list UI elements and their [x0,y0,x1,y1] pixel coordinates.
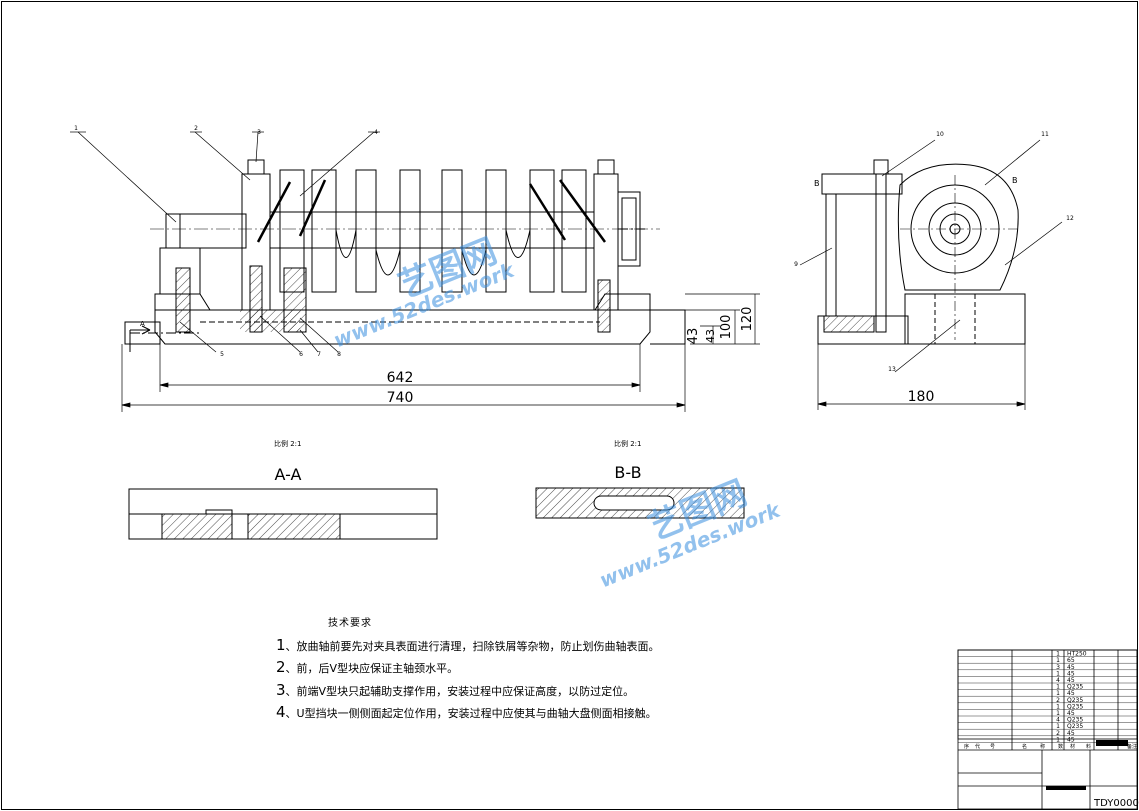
bom-material: Q235 [1067,684,1083,691]
dim-43: 43 [686,328,701,345]
bom-qty: 1 [1056,736,1060,743]
bom-header-cell: 备注 [1127,743,1137,750]
section-a-scale: 比例 2:1 [274,439,302,448]
balloon-13: 13 [888,366,896,373]
bom-material: Q235 [1067,717,1083,724]
bom-qty: 1 [1056,710,1060,717]
note-2-text: 、前，后V型块应保证主轴颈水平。 [285,662,459,675]
bom-material: Q235 [1067,697,1083,704]
section-b-scale: 比例 2:1 [614,439,642,448]
dim-740: 740 [387,390,414,406]
section-mark-b-left: B [814,179,820,188]
main-view-leaders [70,131,380,353]
section-mark-a-label: A [140,320,145,328]
technical-notes: 技术要求 1、放曲轴前要先对夹具表面进行清理，扫除铁屑等杂物，防止划伤曲轴表面。… [276,614,660,725]
dim-120: 120 [740,307,755,332]
balloon-9: 9 [794,261,798,268]
title-block-rows [958,656,1137,743]
dim-43-small: 43 [704,329,717,343]
side-view-balloons: 10 11 12 9 13 [794,131,1074,373]
bom-material: Q235 [1067,703,1083,710]
section-mark-b-right: B [1012,176,1018,185]
note-line-2: 2、前，后V型块应保证主轴颈水平。 [276,657,660,680]
note-line-1: 1、放曲轴前要先对夹具表面进行清理，扫除铁屑等杂物，防止划伤曲轴表面。 [276,635,660,658]
balloon-3: 3 [257,129,261,136]
title-block-fill-2 [1046,786,1086,790]
bom-header-cell: 代 [975,743,980,750]
balloon-11: 11 [1041,131,1049,138]
bom-header-cell: 名 [1022,743,1027,750]
main-view-dimensions [121,293,760,412]
bom-header-cell: 料 [1086,743,1091,750]
bom-material: 45 [1067,710,1075,717]
section-mark-a [129,325,151,352]
bom-material: HT250 [1067,651,1087,658]
balloon-10: 10 [936,131,944,138]
note-3-text: 、前端V型块只起辅助支撑作用，安装过程中应保证高度，以防过定位。 [285,684,635,698]
note-1-text: 、放曲轴前要先对夹具表面进行清理，扫除铁屑等杂物，防止划伤曲轴表面。 [285,639,660,653]
bom-material: Q235 [1067,723,1083,730]
bom-header-cell: 材 [1070,743,1075,750]
balloon-12: 12 [1066,215,1074,222]
bom-qty: 2 [1056,730,1060,737]
balloon-6: 6 [299,351,303,358]
bom-qty: 4 [1056,717,1060,724]
bom-qty: 1 [1056,651,1060,658]
main-view [124,159,686,345]
note-2-number: 2 [276,658,286,676]
side-view-leaders [799,139,1063,373]
bom-header-cell: 称 [1040,743,1045,750]
bom-header-cell: 号 [990,744,995,750]
note-4-text: 、U型挡块一侧侧面起定位作用，安装过程中应使其与曲轴大盘侧面相接触。 [285,707,657,720]
drawing-number: TDY0000-00 [1093,798,1139,809]
balloon-1: 1 [74,125,78,132]
bom-material: 45 [1067,730,1075,737]
note-line-3: 3、前端V型块只起辅助支撑作用，安装过程中应保证高度，以防过定位。 [276,680,660,703]
bom-qty: 4 [1056,677,1060,684]
note-4-number: 4 [276,703,286,721]
bom-material: 45 [1067,736,1075,743]
bom-material: 45 [1067,670,1075,677]
notes-title: 技术要求 [328,618,372,629]
note-1-number: 1 [276,635,286,654]
bom-header-cell: 序 [964,743,969,750]
bom-material-col: HT25065454545Q23545Q235Q23545Q235Q235454… [1067,651,1087,744]
bom-qty: 2 [1056,697,1060,704]
bom-qty: 3 [1056,664,1060,671]
bom-material: 45 [1067,690,1075,697]
bom-qty: 1 [1056,657,1060,664]
dim-180: 180 [908,389,935,405]
section-a-title: A-A [275,465,302,484]
main-view-balloons: 1 2 3 4 5 6 7 8 [74,125,378,358]
bom-header-cell: 数 [1058,743,1063,750]
balloon-8: 8 [337,351,341,358]
bom-qty: 1 [1056,703,1060,710]
section-b-title: B-B [614,463,641,482]
note-line-4: 4、U型挡块一侧侧面起定位作用，安装过程中应使其与曲轴大盘侧面相接触。 [276,702,660,725]
bom-material: 45 [1067,677,1075,684]
bom-qty: 1 [1056,723,1060,730]
section-a-view [128,488,438,540]
side-view [817,159,1026,345]
section-b-view [535,487,745,519]
note-3-number: 3 [276,680,286,699]
balloon-7: 7 [317,351,321,358]
bom-material: 45 [1067,664,1075,671]
title-block [957,649,1138,810]
dim-100: 100 [719,315,734,340]
title-block-fill [1096,740,1128,746]
side-view-dimensions [817,344,1026,410]
bom-qty: 1 [1056,690,1060,697]
bom-material: 65 [1067,657,1075,664]
dim-642: 642 [387,370,414,386]
balloon-5: 5 [220,351,224,358]
balloon-4: 4 [374,129,378,136]
bom-header: 序代 号 名 称 数材 料 备注 [964,743,1137,750]
bom-qty: 1 [1056,670,1060,677]
bom-qty: 1 [1056,684,1060,691]
balloon-2: 2 [194,125,198,132]
